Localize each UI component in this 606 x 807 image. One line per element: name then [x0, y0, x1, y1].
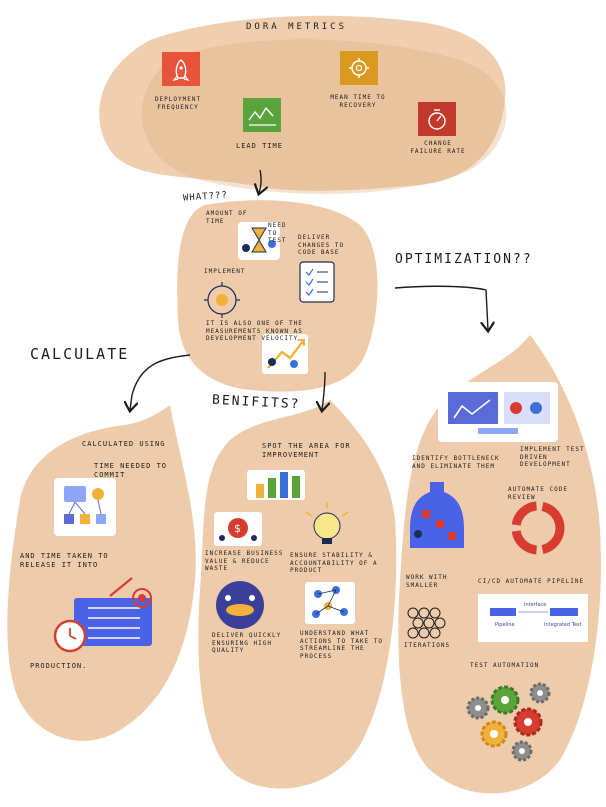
arrow-to-benefits [322, 371, 325, 410]
need-to-test-label: NEED TO TEST [268, 222, 287, 244]
svg-text:$: $ [234, 522, 241, 535]
what-blob [177, 200, 378, 392]
understand-actions-label: UNDERSTAND WHAT ACTIONS TO TAKE TO STREA… [300, 630, 384, 660]
identify-bottleneck-label: IDENTIFY BOTTLENECK AND ELIMINATE THEM [412, 455, 500, 470]
gears-illustration [466, 682, 551, 762]
optimization-heading: OPTIMIZATION?? [395, 252, 533, 267]
team-meeting-illustration [216, 581, 264, 629]
amount-of-time-label: AMOUNT OF TIME [206, 210, 248, 225]
development-velocity-note: IT IS ALSO ONE OF THE MEASUREMENTS KNOWN… [206, 320, 303, 342]
increase-value-label: INCREASE BUSINESS VALUE & REDUCE WASTE [205, 550, 284, 572]
ensure-stability-label: ENSURE STABILITY & ACCOUNTABILITY OF A P… [290, 552, 378, 574]
review-cycle-icon [511, 501, 565, 555]
network-illustration [305, 582, 355, 624]
calculate-heading: CALCULATE [30, 345, 130, 363]
gear-icon [340, 51, 378, 85]
metric-label-lead-time: LEAD TIME [236, 142, 283, 150]
lightbulb-illustration [305, 502, 349, 544]
arrow-to-what [259, 169, 261, 193]
metric-label-change-failure-rate: CHANGE FAILURE RATE [410, 140, 466, 155]
optimization-blob [398, 335, 601, 794]
pipeline-node-label: Pipeline [495, 622, 515, 628]
work-with-smaller-label: WORK WITH SMALLER [406, 574, 448, 589]
metric-label-mean-time-to-recovery: MEAN TIME TO RECOVERY [330, 94, 386, 109]
implement-gear-illustration [204, 282, 240, 318]
interface-node-label: Interface [524, 602, 547, 608]
cicd-pipeline-label: CI/CD AUTOMATE PIPELINE [478, 578, 585, 585]
integrated-test-node-label: Integrated Test [544, 622, 582, 628]
dora-metrics-title: DORA METRICS [246, 22, 348, 32]
pipeline-diagram [478, 594, 588, 642]
timer-icon [418, 102, 456, 136]
workflow-illustration [54, 478, 116, 536]
value-illustration: $ [214, 512, 262, 546]
arrow-to-calculate [130, 354, 191, 410]
automate-code-review-label: AUTOMATE CODE REVIEW [508, 486, 568, 501]
deliver-quickly-label: DELIVER QUICKLY ENSURING HIGH QUALITY [212, 632, 282, 654]
iterations-label: ITERATIONS [404, 642, 451, 649]
dashboard-illustration [438, 382, 558, 442]
rocket-icon [162, 52, 200, 86]
implement-tdd-label: IMPLEMENT TEST DRIVEN DEVELOPMENT [520, 446, 585, 468]
spot-area-label: SPOT THE AREA FOR IMPROVEMENT [262, 442, 351, 459]
hourglass-illustration [238, 222, 280, 260]
production-label: PRODUCTION. [30, 662, 88, 670]
growth-illustration [262, 334, 308, 374]
bottleneck-illustration [410, 482, 464, 548]
implement-label: IMPLEMENT [204, 268, 246, 275]
time-needed-to-commit-label: TIME NEEDED TO COMMIT [94, 462, 168, 479]
test-automation-label: TEST AUTOMATION [470, 662, 540, 669]
metric-label-deployment-frequency: DEPLOYMENT FREQUENCY [154, 96, 202, 111]
checklist-illustration [299, 261, 335, 303]
calculate-blob [7, 405, 196, 741]
deliver-changes-label: DELIVER CHANGES TO CODE BASE [298, 234, 345, 256]
arrow-to-optimization [394, 285, 488, 330]
bar-chart-illustration [247, 470, 305, 500]
calculated-using-label: CALCULATED USING [82, 440, 166, 448]
chart-icon [243, 98, 281, 132]
iterations-illustration [407, 607, 446, 639]
clock-list-illustration [53, 577, 152, 653]
dora-metrics-blob [99, 15, 507, 194]
time-taken-to-release-label: AND TIME TAKEN TO RELEASE IT INTO [20, 552, 109, 569]
